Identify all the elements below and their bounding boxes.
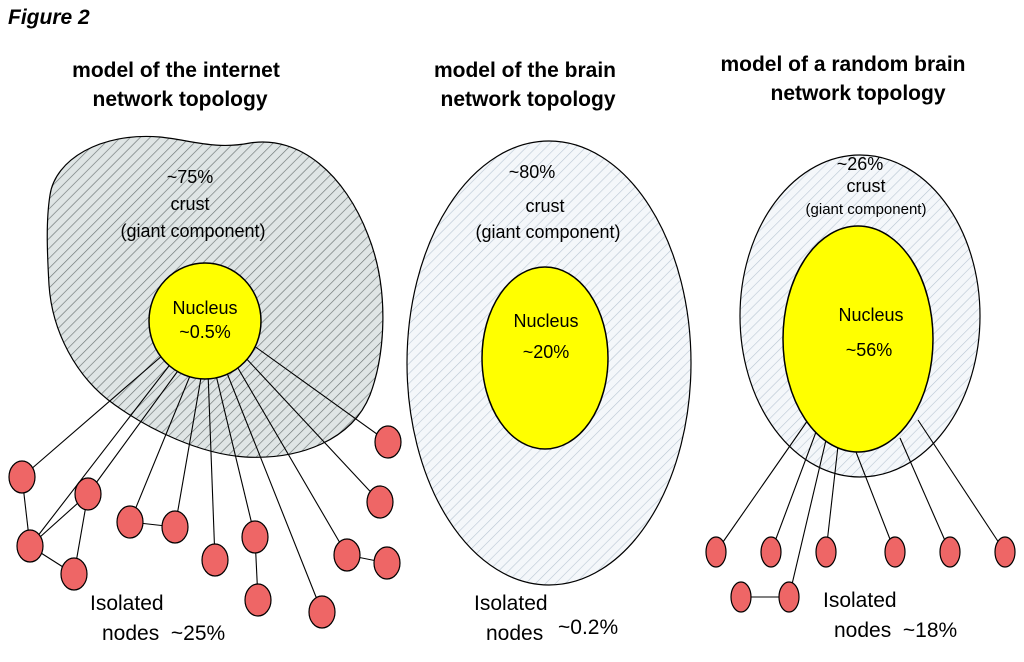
edge	[174, 371, 203, 528]
isolated-node	[241, 520, 269, 554]
random-crust-percent: ~26%	[837, 154, 884, 174]
edge	[899, 437, 951, 553]
panel-random-title-line1: model of a random brain	[720, 53, 965, 76]
edge	[87, 367, 181, 495]
brain-isolated-line1: Isolated	[474, 592, 548, 615]
brain-nucleus-percent: ~20%	[523, 342, 570, 362]
edge	[21, 354, 164, 478]
brain-crust-label: crust	[525, 196, 564, 216]
isolated-node	[201, 543, 229, 577]
panel-internet-title-line2: network topology	[93, 88, 268, 111]
panel-random-title-line2: network topology	[771, 82, 946, 105]
internet-isolated-line2: nodes ~25%	[102, 622, 225, 645]
panel-internet-title-line1: model of the internet	[72, 59, 280, 82]
random-isolated-line2: nodes ~18%	[834, 619, 957, 642]
edge	[825, 445, 839, 553]
isolated-node	[884, 536, 906, 568]
brain-nucleus-label: Nucleus	[513, 311, 578, 331]
isolated-node	[815, 536, 837, 568]
edge	[29, 361, 173, 547]
edge	[242, 354, 381, 503]
internet-nucleus-label: Nucleus	[172, 298, 237, 318]
panel-brain-title-line1: model of the brain	[434, 59, 616, 82]
isolated-node	[778, 581, 800, 613]
isolated-node	[74, 477, 102, 511]
random-edges	[715, 419, 1006, 598]
panel-brain-title-line2: network topology	[441, 88, 616, 111]
brain-isolated-line2: nodes	[486, 622, 543, 645]
random-nucleus	[782, 225, 934, 453]
edge	[224, 367, 323, 613]
internet-nucleus	[148, 262, 262, 380]
panel-random-brain: model of a random brain network topology…	[705, 53, 1016, 642]
isolated-node	[994, 536, 1016, 568]
isolated-node	[16, 529, 44, 563]
isolated-node	[760, 536, 782, 568]
panel-internet: model of the internet network topology ~…	[8, 59, 402, 645]
isolated-node	[939, 536, 961, 568]
isolated-node	[705, 536, 727, 568]
isolated-node	[161, 510, 189, 544]
edge	[715, 419, 809, 553]
brain-nucleus	[481, 266, 609, 450]
isolated-node	[730, 581, 752, 613]
isolated-node	[60, 557, 88, 591]
panel-brain: model of the brain network topology ~80%…	[406, 59, 692, 645]
isolated-node	[116, 505, 144, 539]
isolated-node	[333, 538, 361, 572]
internet-crust-percent: ~75%	[167, 167, 214, 187]
brain-crust-sublabel: (giant component)	[475, 222, 620, 242]
random-crust-sublabel: (giant component)	[806, 201, 927, 218]
random-isolated-line1: Isolated	[823, 589, 897, 612]
isolated-node	[366, 485, 394, 519]
random-crust-label: crust	[846, 176, 885, 196]
internet-crust-label: crust	[170, 194, 209, 214]
edge	[249, 342, 389, 443]
random-isolated-nodes	[705, 536, 1016, 613]
edge	[770, 431, 817, 553]
figure-label: Figure 2	[8, 6, 90, 29]
brain-isolated-percent: ~0.2%	[558, 616, 618, 639]
edge	[234, 362, 348, 556]
isolated-node	[308, 595, 336, 629]
brain-crust-percent: ~80%	[509, 162, 556, 182]
random-nucleus-label: Nucleus	[838, 305, 903, 325]
internet-crust-sublabel: (giant component)	[120, 221, 265, 241]
edge	[855, 451, 896, 553]
edge	[207, 371, 216, 561]
internet-nucleus-percent: ~0.5%	[179, 322, 231, 342]
internet-isolated-nodes	[8, 425, 402, 629]
isolated-node	[8, 460, 36, 494]
isolated-node	[374, 425, 402, 459]
random-nucleus-percent: ~56%	[846, 340, 893, 360]
edge	[788, 439, 827, 598]
edge	[214, 370, 256, 538]
edge	[129, 370, 193, 523]
edge	[917, 419, 1006, 553]
internet-isolated-line1: Isolated	[90, 592, 164, 615]
isolated-node	[244, 583, 272, 617]
isolated-node	[373, 546, 401, 580]
